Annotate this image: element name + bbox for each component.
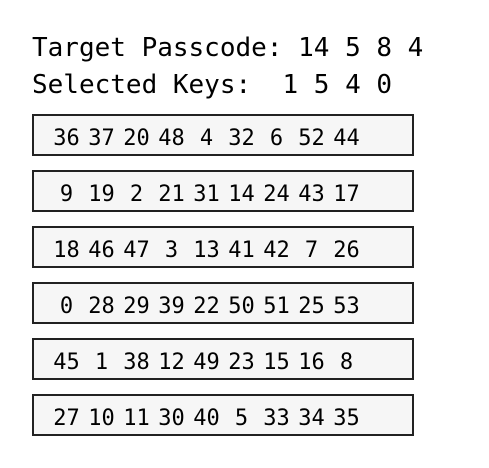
key-button[interactable]: 39 [158, 294, 185, 319]
key-button[interactable]: 41 [228, 238, 255, 263]
key-button[interactable]: 35 [333, 406, 360, 431]
key-button[interactable]: 27 [53, 406, 80, 431]
key-button[interactable]: 28 [88, 294, 115, 319]
target-passcode-label: Target Passcode: [32, 33, 283, 63]
key-button[interactable]: 15 [263, 350, 290, 375]
key-button[interactable]: 38 [123, 350, 150, 375]
selected-keys-line: Selected Keys: 1 5 4 0 [32, 70, 392, 100]
key-button[interactable]: 50 [228, 294, 255, 319]
key-button[interactable]: 43 [298, 182, 325, 207]
key-button[interactable]: 1 [94, 350, 109, 375]
key-button[interactable]: 48 [158, 126, 185, 151]
key-button[interactable]: 14 [228, 182, 255, 207]
key-button[interactable]: 10 [88, 406, 115, 431]
key-button[interactable]: 2 [129, 182, 144, 207]
key-button[interactable]: 20 [123, 126, 150, 151]
key-button[interactable]: 9 [59, 182, 74, 207]
key-row: 9 19 2 21 31 14 24 43 17 [32, 170, 414, 212]
key-button[interactable]: 33 [263, 406, 290, 431]
key-button[interactable]: 29 [123, 294, 150, 319]
key-button[interactable]: 45 [53, 350, 80, 375]
key-button[interactable]: 4 [199, 126, 214, 151]
key-button[interactable]: 47 [123, 238, 150, 263]
key-button[interactable]: 37 [88, 126, 115, 151]
key-button[interactable]: 31 [193, 182, 220, 207]
key-row: 36 37 20 48 4 32 6 52 44 [32, 114, 414, 156]
key-button[interactable]: 17 [333, 182, 360, 207]
key-button[interactable]: 26 [333, 238, 360, 263]
key-button[interactable]: 53 [333, 294, 360, 319]
target-passcode-line: Target Passcode: 14 5 8 4 [32, 33, 423, 63]
key-button[interactable]: 11 [123, 406, 150, 431]
selected-keys-value: 1 5 4 0 [282, 70, 393, 100]
key-button[interactable]: 0 [59, 294, 74, 319]
key-button[interactable]: 22 [193, 294, 220, 319]
key-button[interactable]: 51 [263, 294, 290, 319]
key-button[interactable]: 24 [263, 182, 290, 207]
key-button[interactable]: 6 [269, 126, 284, 151]
key-button[interactable]: 42 [263, 238, 290, 263]
key-button[interactable]: 36 [53, 126, 80, 151]
key-button[interactable]: 7 [304, 238, 319, 263]
key-button[interactable]: 3 [164, 238, 179, 263]
key-button[interactable]: 23 [228, 350, 255, 375]
key-button[interactable]: 5 [234, 406, 249, 431]
key-button[interactable]: 44 [333, 126, 360, 151]
key-row: 27 10 11 30 40 5 33 34 35 [32, 394, 414, 436]
key-button[interactable]: 40 [193, 406, 220, 431]
key-button[interactable]: 13 [193, 238, 220, 263]
key-button[interactable]: 25 [298, 294, 325, 319]
key-button[interactable]: 52 [298, 126, 325, 151]
key-button[interactable]: 49 [193, 350, 220, 375]
key-button[interactable]: 19 [88, 182, 115, 207]
key-button[interactable]: 46 [88, 238, 115, 263]
key-button[interactable]: 30 [158, 406, 185, 431]
key-button[interactable]: 8 [339, 350, 354, 375]
key-button[interactable]: 18 [53, 238, 80, 263]
key-button[interactable]: 16 [298, 350, 325, 375]
key-row: 0 28 29 39 22 50 51 25 53 [32, 282, 414, 324]
key-button[interactable]: 32 [228, 126, 255, 151]
target-passcode-value: 14 5 8 4 [298, 33, 424, 63]
key-button[interactable]: 34 [298, 406, 325, 431]
key-button[interactable]: 21 [158, 182, 185, 207]
key-row: 45 1 38 12 49 23 15 16 8 [32, 338, 414, 380]
key-button[interactable]: 12 [158, 350, 185, 375]
key-row: 18 46 47 3 13 41 42 7 26 [32, 226, 414, 268]
selected-keys-label: Selected Keys: [32, 70, 252, 100]
